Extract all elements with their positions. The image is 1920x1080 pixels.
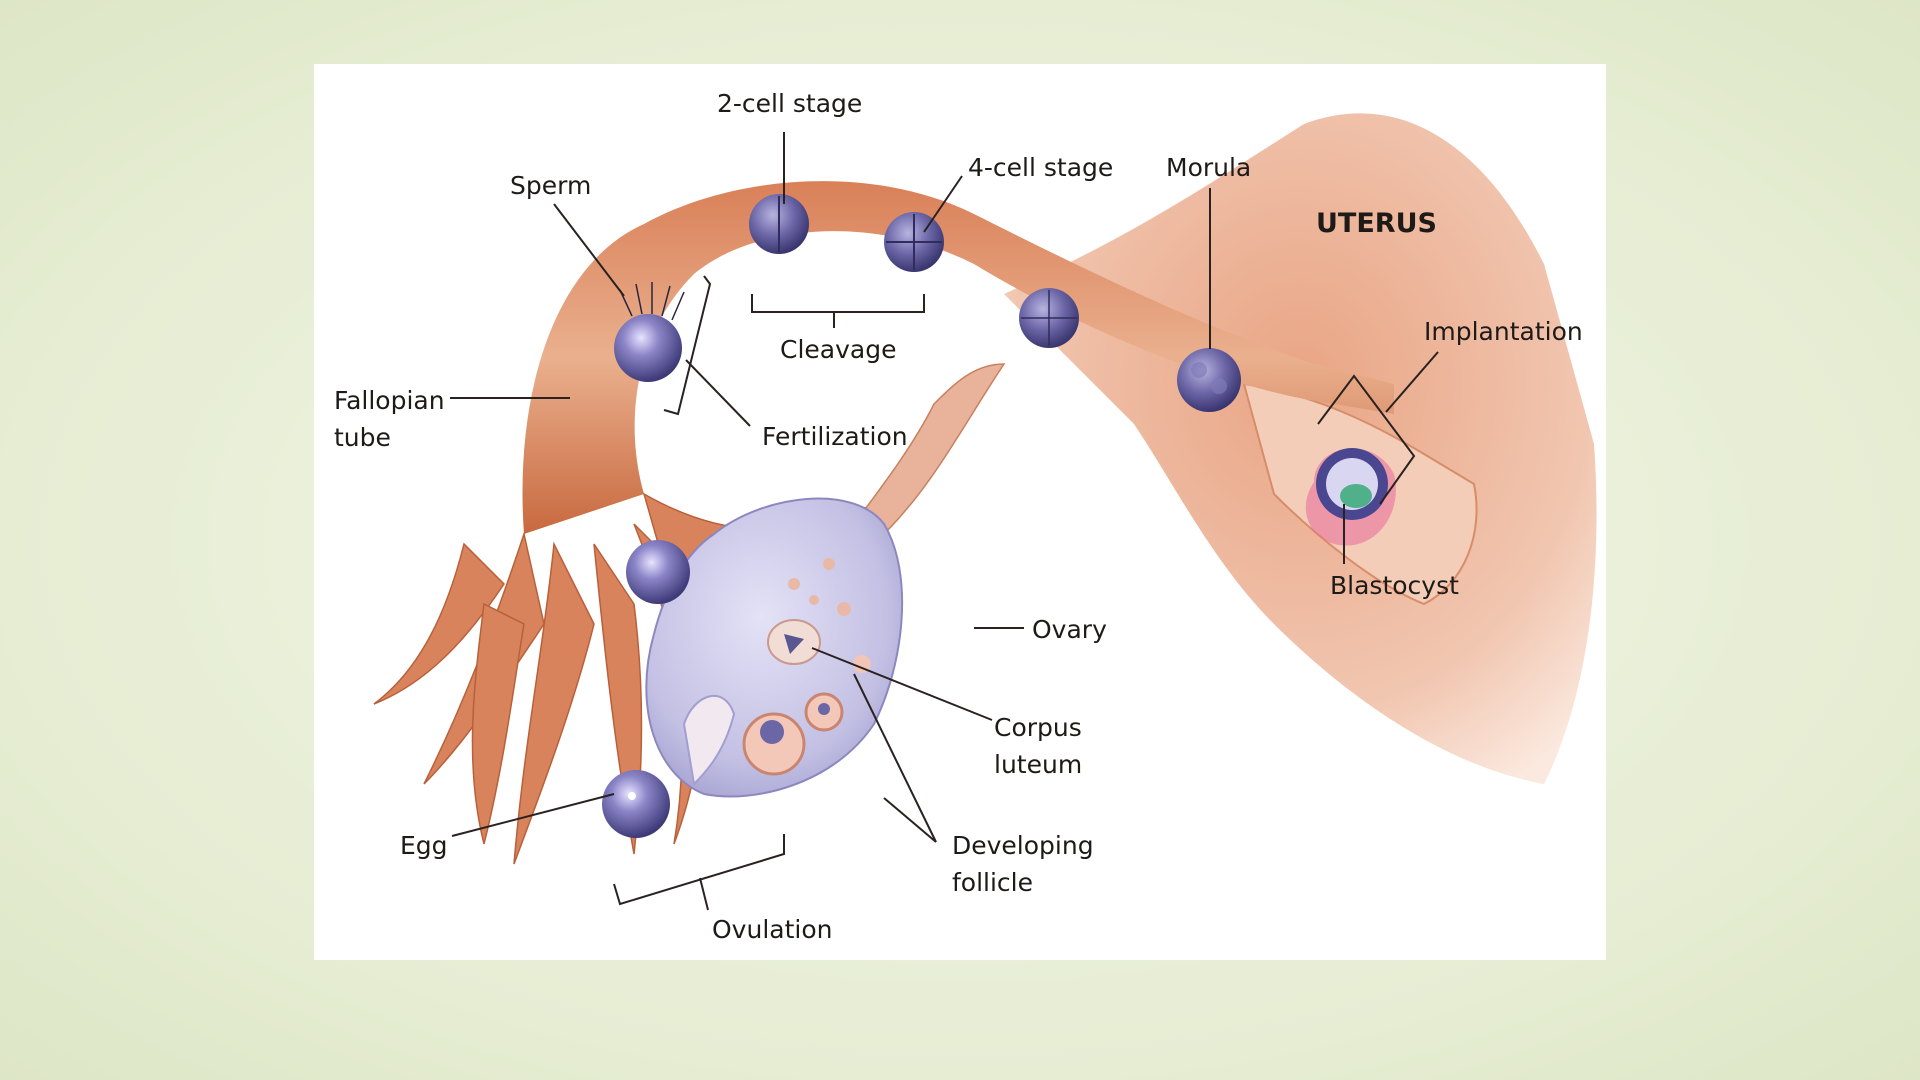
reproduction-diagram: 2-cell stage 4-cell stage Morula UTERUS … xyxy=(314,64,1606,960)
label-fertilization: Fertilization xyxy=(762,422,908,451)
label-corpus-luteum-line1: Corpus xyxy=(994,713,1082,742)
ovulation-rupture xyxy=(682,694,736,787)
ovarian-ligament xyxy=(852,363,1006,535)
label-developing-follicle-line1: Developing xyxy=(952,831,1094,860)
label-sperm: Sperm xyxy=(510,171,591,200)
diagram-canvas: 2-cell stage 4-cell stage Morula UTERUS … xyxy=(334,89,1597,944)
label-egg: Egg xyxy=(400,831,448,860)
diagram-labels: 2-cell stage 4-cell stage Morula UTERUS … xyxy=(334,89,1583,944)
label-ovary: Ovary xyxy=(1032,615,1107,644)
ovary-follicles xyxy=(682,558,871,787)
embryo-cells xyxy=(602,194,1396,838)
label-uterus: UTERUS xyxy=(1316,208,1437,239)
label-fallopian-tube-line1: Fallopian xyxy=(334,386,445,415)
label-cleavage: Cleavage xyxy=(780,335,896,364)
developing-follicle-large xyxy=(742,712,806,776)
label-implantation: Implantation xyxy=(1424,317,1583,346)
label-developing-follicle-line2: follicle xyxy=(952,868,1033,897)
label-ovulation: Ovulation xyxy=(712,915,832,944)
label-corpus-luteum-line2: luteum xyxy=(994,750,1082,779)
leader-lines xyxy=(450,132,1439,911)
label-2-cell-stage: 2-cell stage xyxy=(717,89,862,118)
label-blastocyst: Blastocyst xyxy=(1330,571,1459,600)
label-4-cell-stage: 4-cell stage xyxy=(968,153,1113,182)
label-fallopian-tube-line2: tube xyxy=(334,423,391,452)
label-morula: Morula xyxy=(1166,153,1251,182)
